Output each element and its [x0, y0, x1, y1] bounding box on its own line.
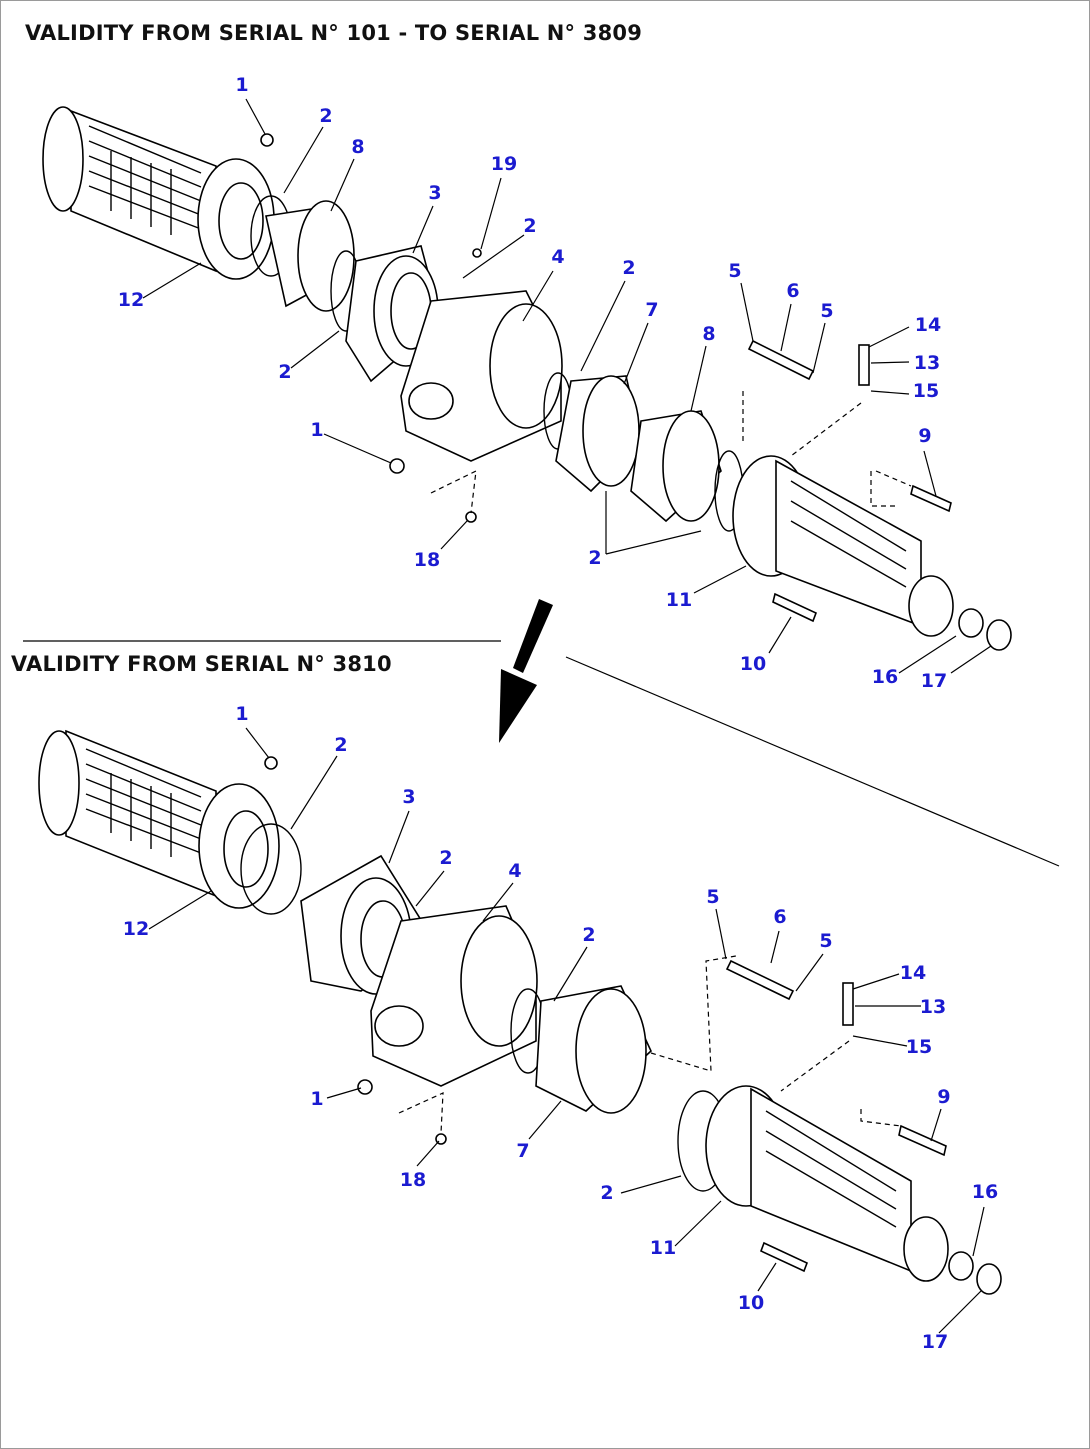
callout-17[interactable]: 17 [921, 1331, 949, 1353]
top-bracket-7 [555, 375, 642, 493]
callout-1[interactable]: 1 [310, 1088, 324, 1110]
callout-4[interactable]: 4 [551, 246, 565, 268]
callout-4[interactable]: 4 [508, 860, 522, 882]
callout-7[interactable]: 7 [645, 299, 659, 321]
bottom-axle-housing-right [705, 1085, 949, 1282]
callout-2[interactable]: 2 [582, 924, 596, 946]
callout-15[interactable]: 15 [905, 1036, 933, 1058]
callout-6[interactable]: 6 [773, 906, 787, 928]
callout-14[interactable]: 14 [899, 962, 927, 984]
bottom-bracket-7 [535, 985, 652, 1114]
callout-19[interactable]: 19 [490, 153, 518, 175]
callout-3[interactable]: 3 [428, 182, 442, 204]
callout-5[interactable]: 5 [819, 930, 833, 952]
callout-1[interactable]: 1 [235, 703, 249, 725]
top-bushing-16 [958, 608, 984, 638]
top-bolt-9 [910, 484, 952, 513]
callout-5[interactable]: 5 [820, 300, 834, 322]
callout-17[interactable]: 17 [920, 670, 948, 692]
callout-11[interactable]: 11 [649, 1237, 677, 1259]
callout-3[interactable]: 3 [402, 786, 416, 808]
top-validity-heading: VALIDITY FROM SERIAL N° 101 - TO SERIAL … [25, 21, 643, 45]
callout-9[interactable]: 9 [918, 425, 932, 447]
section-divider-diagonal [565, 656, 1060, 867]
bottom-axle-housing-left [38, 729, 280, 909]
top-diff-housing-4 [400, 290, 563, 462]
callout-10[interactable]: 10 [737, 1292, 765, 1314]
top-axle-housing-right [732, 455, 954, 637]
callout-2[interactable]: 2 [523, 215, 537, 237]
bottom-pin-6 [725, 959, 795, 1001]
callout-1[interactable]: 1 [310, 419, 324, 441]
callout-8[interactable]: 8 [702, 323, 716, 345]
top-axle-housing-left [42, 106, 275, 280]
callout-2[interactable]: 2 [334, 734, 348, 756]
bottom-nut-17 [976, 1263, 1002, 1295]
callout-6[interactable]: 6 [786, 280, 800, 302]
callout-9[interactable]: 9 [937, 1086, 951, 1108]
callout-2[interactable]: 2 [622, 257, 636, 279]
bottom-diff-housing-4 [370, 905, 538, 1087]
callout-5[interactable]: 5 [706, 886, 720, 908]
callout-16[interactable]: 16 [871, 666, 899, 688]
callout-13[interactable]: 13 [913, 352, 941, 374]
callout-16[interactable]: 16 [971, 1181, 999, 1203]
callout-18[interactable]: 18 [413, 549, 441, 571]
bottom-bushing-16 [948, 1251, 974, 1281]
bottom-bolt-10 [759, 1241, 809, 1273]
callout-2[interactable]: 2 [439, 847, 453, 869]
top-nut-17 [986, 619, 1012, 651]
bottom-nut-1b [357, 1079, 373, 1095]
top-plug-18 [465, 511, 477, 523]
callout-2[interactable]: 2 [600, 1182, 614, 1204]
callout-11[interactable]: 11 [665, 589, 693, 611]
callout-2[interactable]: 2 [319, 105, 333, 127]
top-carrier-8-right [630, 410, 722, 523]
callout-15[interactable]: 15 [912, 380, 940, 402]
callout-2[interactable]: 2 [588, 547, 602, 569]
top-bolt-10 [772, 592, 818, 623]
top-fitting-13-15 [858, 344, 870, 386]
bottom-fitting-13-15 [842, 982, 854, 1026]
top-assembly [42, 98, 1012, 674]
callout-7[interactable]: 7 [516, 1140, 530, 1162]
bottom-validity-heading: VALIDITY FROM SERIAL N° 3810 [11, 652, 392, 676]
callout-5[interactable]: 5 [728, 260, 742, 282]
callout-1[interactable]: 1 [235, 74, 249, 96]
callout-12[interactable]: 12 [122, 918, 150, 940]
callout-13[interactable]: 13 [919, 996, 947, 1018]
top-plug-19 [472, 248, 482, 258]
bottom-oring-2a [240, 823, 302, 915]
bottom-bolt-9 [898, 1124, 947, 1157]
transition-arrow-icon [499, 599, 553, 743]
callout-12[interactable]: 12 [117, 289, 145, 311]
callout-18[interactable]: 18 [399, 1169, 427, 1191]
top-nut-1b [389, 458, 405, 474]
top-pin-6 [747, 339, 815, 381]
bottom-assembly [38, 727, 1002, 1334]
top-carrier-8-left [265, 200, 355, 312]
callout-14[interactable]: 14 [914, 314, 942, 336]
bottom-nut-1a [264, 756, 278, 770]
callout-8[interactable]: 8 [351, 136, 365, 158]
callout-10[interactable]: 10 [739, 653, 767, 675]
top-nut-1a [260, 133, 274, 147]
callout-2[interactable]: 2 [278, 361, 292, 383]
